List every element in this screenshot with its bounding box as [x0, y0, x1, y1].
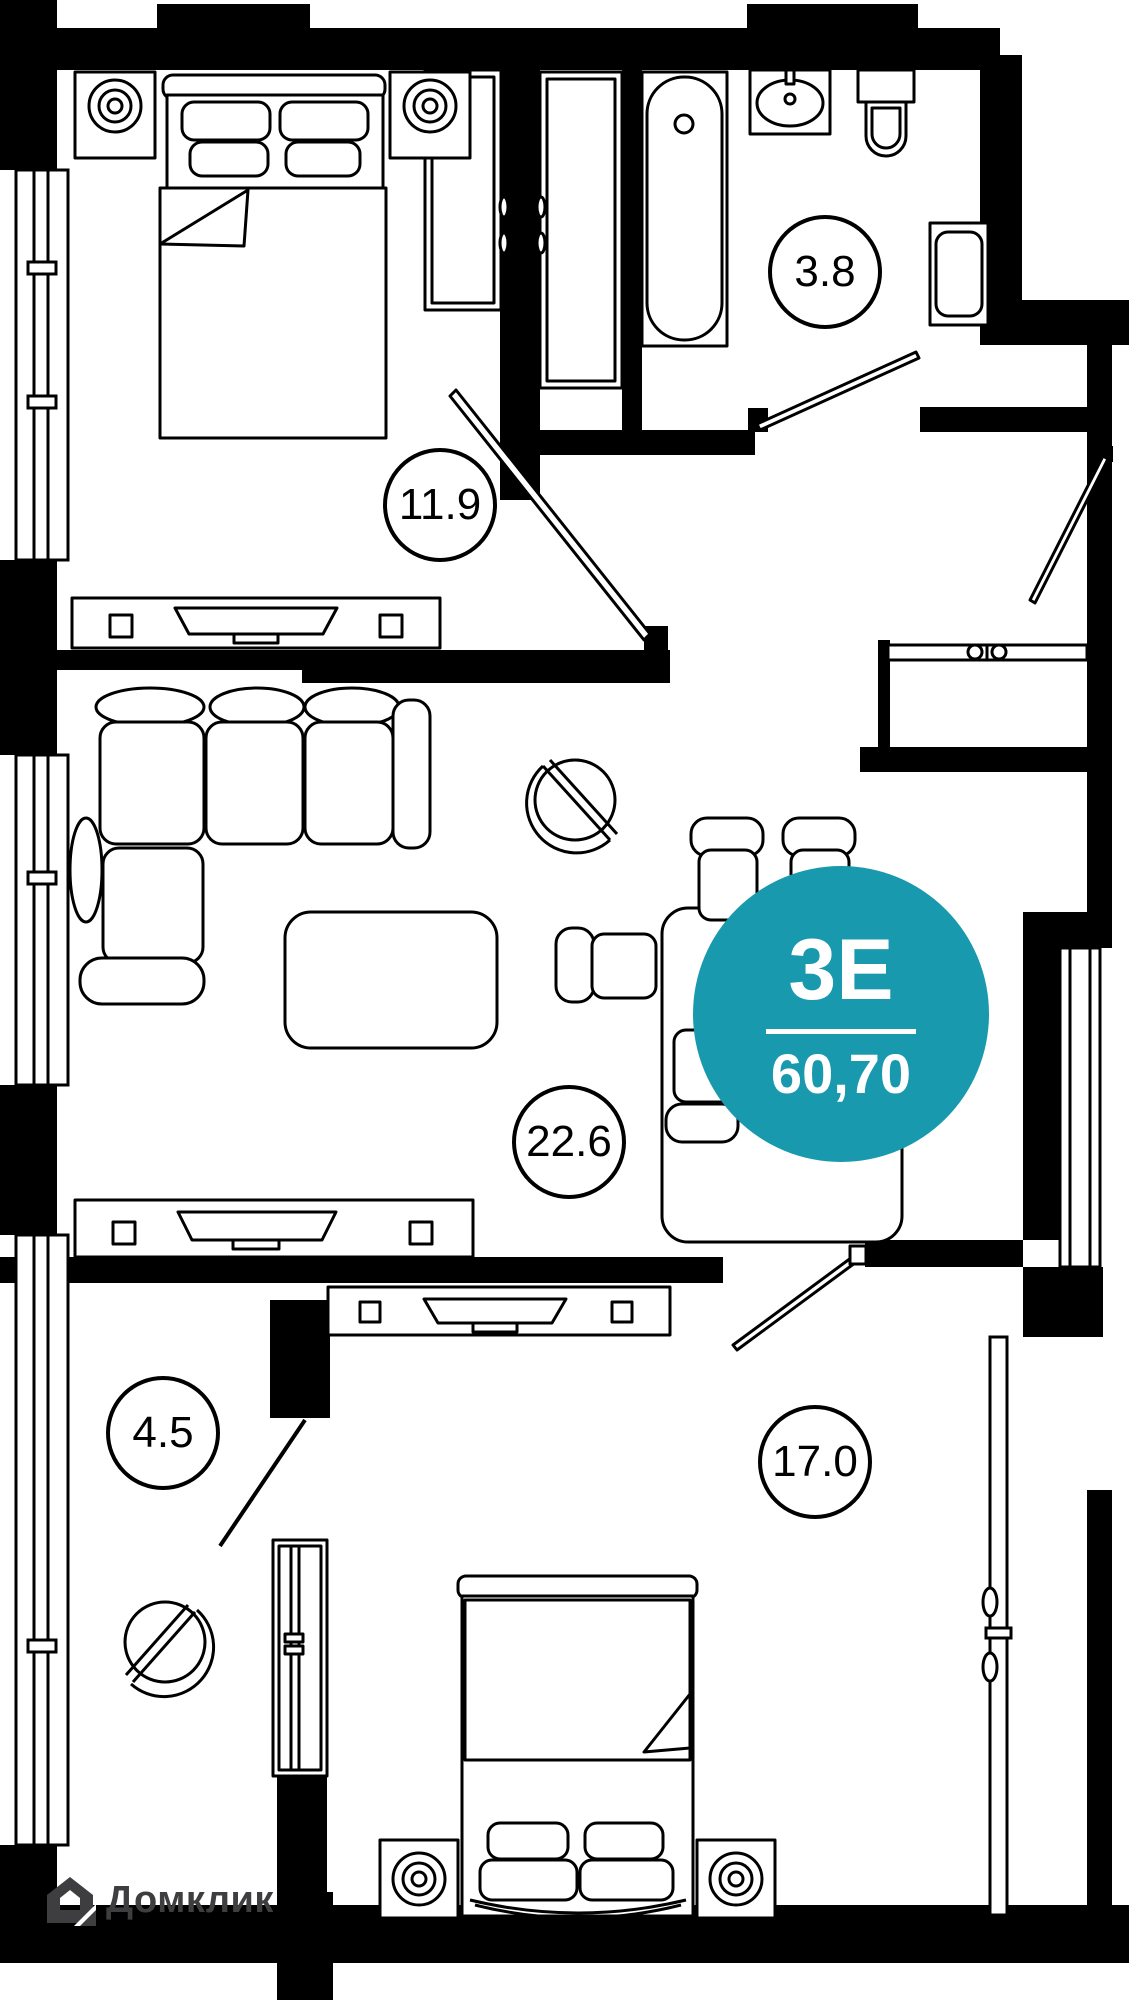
brand-name: Домклик	[106, 1878, 274, 1921]
door-leaf-bedroom-bottom	[731, 1253, 861, 1352]
bed-bedroom-top	[158, 73, 388, 440]
bed-bedroom-bottom	[456, 1574, 699, 1920]
nightstand-top-right	[388, 70, 472, 160]
tv-sideboard-bedroom-bottom	[326, 1285, 672, 1337]
domclick-logo-icon	[47, 1877, 96, 1926]
nightstand-bottom-right	[695, 1838, 777, 1920]
room-area-value: 11.9	[398, 480, 482, 529]
room-area-value: 17.0	[772, 1437, 858, 1486]
dining-chair-left-back	[554, 926, 596, 1004]
blanket-fold	[642, 1692, 692, 1754]
coffee-table	[283, 910, 499, 1050]
door-leaf-bedroom-top	[448, 388, 652, 642]
washing-machine	[928, 221, 990, 327]
door-hinge-bedroom-bottom	[848, 1244, 868, 1266]
bathtub	[640, 70, 729, 348]
unit-total-area: 60,70	[770, 1041, 912, 1105]
nightstand-bottom-left	[378, 1838, 460, 1920]
doors	[218, 350, 1110, 1548]
dining-chair-bottom-back	[664, 1102, 740, 1144]
room-area-value: 3.8	[794, 247, 856, 296]
unit-summary-badge: 3Е 60,70	[693, 866, 989, 1162]
hall-chair	[123, 1600, 216, 1699]
window-left-top	[14, 168, 70, 562]
nightstand-top-left	[73, 70, 157, 160]
floor-plant	[525, 758, 619, 855]
tv-icon	[176, 1210, 338, 1242]
tv-icon	[173, 606, 339, 636]
corner-sofa	[68, 686, 432, 1006]
window-bedroom-bottom	[981, 1335, 1013, 1917]
hall-closet-top	[535, 70, 624, 390]
window-left-middle	[14, 753, 70, 1087]
door-leaf-hallway	[218, 1418, 307, 1548]
wardrobe-bedroom-top	[423, 68, 510, 312]
sink	[748, 68, 832, 136]
door-leaf-entry	[1028, 454, 1110, 605]
blanket-fold	[158, 188, 250, 248]
door-leaf-bathroom	[755, 350, 921, 432]
windows	[14, 168, 1102, 1917]
balcony-glass-door	[886, 643, 1089, 662]
room-area-badge-bathroom: 3.8	[768, 215, 882, 329]
tv-icon	[422, 1297, 568, 1325]
room-area-badge-bedroom-bottom: 17.0	[758, 1405, 872, 1519]
toilet	[856, 68, 916, 158]
room-area-badge-hallway: 4.5	[106, 1376, 220, 1490]
room-area-badge-bedroom-top: 11.9	[383, 448, 497, 562]
tv-dresser-bedroom-top	[70, 596, 442, 650]
furniture	[68, 68, 990, 1920]
hall-wardrobe	[271, 1538, 329, 1778]
unit-type-label: 3Е	[788, 921, 894, 1018]
window-right-niche	[1058, 946, 1102, 1269]
brand-watermark: Домклик	[44, 1872, 274, 1928]
room-area-badge-living-room: 22.6	[512, 1085, 626, 1199]
window-left-bottom	[14, 1233, 70, 1847]
room-area-value: 22.6	[526, 1117, 612, 1166]
room-area-value: 4.5	[132, 1408, 194, 1457]
tv-sideboard-living	[73, 1198, 475, 1259]
unit-badge-divider	[766, 1028, 916, 1034]
